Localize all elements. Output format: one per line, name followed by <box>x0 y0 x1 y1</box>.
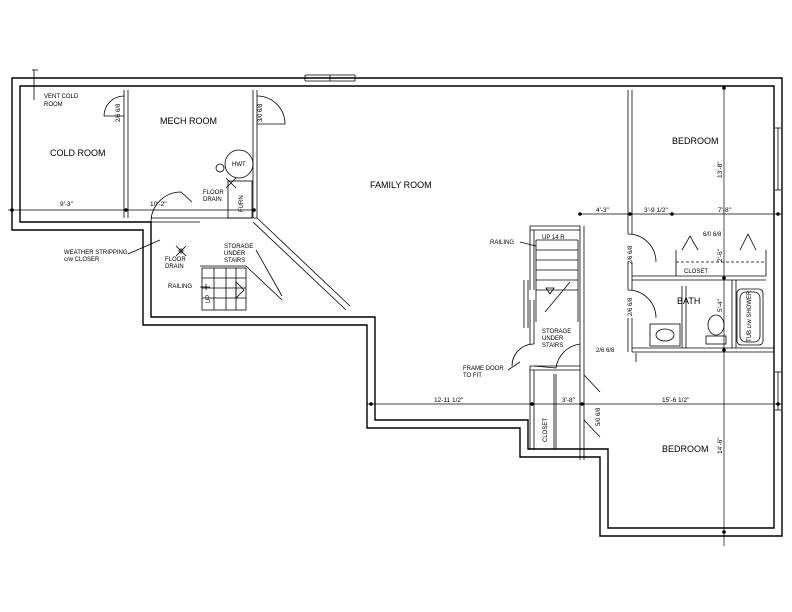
note-vent: VENT COLD <box>44 94 79 100</box>
vanity <box>649 323 681 347</box>
furnace <box>227 180 253 219</box>
dim-text: 7'-8" <box>718 207 732 214</box>
room-family: FAMILY ROOM <box>370 180 432 190</box>
dim-text: 12-11 1/2" <box>434 397 464 404</box>
door-size: 3/0 6/8 <box>258 103 264 122</box>
label-closet-lower: CLOSET <box>543 418 549 442</box>
note-up-left: UP <box>206 295 212 303</box>
dim-text: 5'-4" <box>717 298 724 312</box>
dim-text: 4'-3" <box>596 207 610 214</box>
dim-text: 9'-3" <box>60 201 74 208</box>
note-floor-drain: FLOOR <box>203 190 224 196</box>
room-bedroom-lower: BEDROOM <box>662 444 709 454</box>
dim-text: 3'-9 1/2" <box>644 207 668 214</box>
leaders <box>127 239 537 371</box>
dim-text: 2'-6" <box>717 248 724 262</box>
note-frame-door: TO FIT <box>463 373 482 379</box>
toilet <box>707 314 725 336</box>
note-floor-drain: DRAIN <box>203 197 222 203</box>
label-closet-bedroom: CLOSET <box>684 269 708 275</box>
stairs-left <box>200 265 283 311</box>
note-weather-stripping: WEATHER STRIPPING <box>64 250 128 256</box>
note-floor-drain: DRAIN <box>165 264 184 270</box>
dim-text: 13'-8" <box>717 161 724 178</box>
fixtures <box>32 69 764 347</box>
door-size: 6/0 6/8 <box>703 232 722 238</box>
dimension-lines <box>8 86 782 546</box>
door-size: 2/6 6/8 <box>116 103 122 122</box>
door-size: 2/6 6/8 <box>596 348 615 354</box>
note-storage-left: STORAGE <box>224 244 253 250</box>
door-size: 5/0 6/8 <box>596 407 602 426</box>
bathtub <box>736 288 764 346</box>
note-storage-right: UNDER <box>542 336 564 342</box>
room-mech: MECH ROOM <box>160 116 217 126</box>
note-railing-right: RAILING <box>490 240 514 246</box>
note-weather-stripping: c/w CLOSER <box>64 257 100 263</box>
note-vent: ROOM <box>44 102 63 108</box>
door-size: 2/6 6/8 <box>628 245 634 264</box>
note-storage-right: STAIRS <box>542 343 563 349</box>
note-railing-left: RAILING <box>168 284 192 290</box>
interior-walls <box>123 90 774 460</box>
dim-text: 14'-6" <box>717 437 724 454</box>
label-tub: TUB c/w SHOWER <box>747 290 753 342</box>
note-floor-drain: FLOOR <box>165 257 186 263</box>
note-frame-door: FRAME DOOR <box>463 366 504 372</box>
exterior-walls <box>11 74 783 537</box>
floor-drain-icon <box>225 177 237 189</box>
doors <box>103 95 767 369</box>
room-bath: BATH <box>677 296 700 306</box>
dim-text: 10'-2" <box>150 201 167 208</box>
hot-water-tank <box>224 149 254 179</box>
door-size: 2/6 6/8 <box>628 297 634 316</box>
floor-drain-icon <box>175 245 187 257</box>
room-bedroom-upper: BEDROOM <box>672 136 719 146</box>
sink <box>655 328 675 342</box>
label-hwt: HWT <box>232 162 246 168</box>
note-up-right: UP 14 R <box>542 235 565 241</box>
note-storage-left: UNDER <box>224 251 246 257</box>
stairs-right <box>535 239 579 322</box>
sump-icon <box>215 163 225 173</box>
label-furn: FURN <box>239 195 245 212</box>
dim-text: 3'-8" <box>562 397 576 404</box>
room-cold: COLD ROOM <box>50 148 106 158</box>
dim-text: 15'-6 1/2" <box>662 397 690 404</box>
note-storage-left: STAIRS <box>224 258 245 264</box>
note-storage-right: STORAGE <box>542 329 571 335</box>
